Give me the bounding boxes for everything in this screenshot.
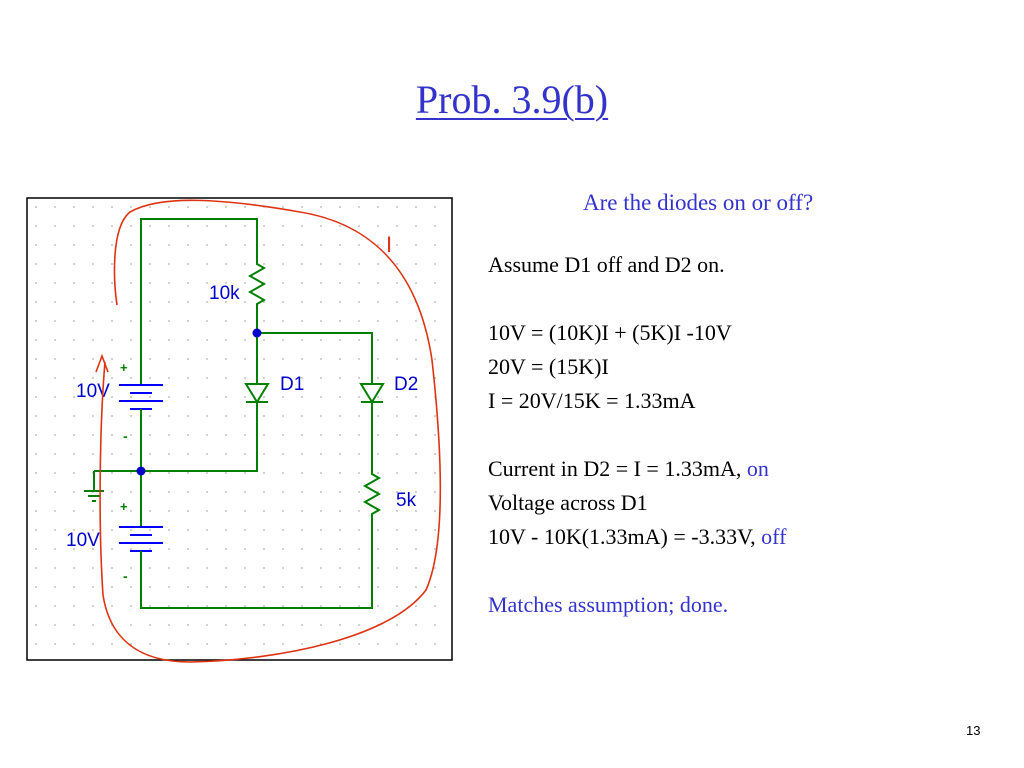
simplified-equation: 20V = (15K)I [488,354,609,379]
source-bottom-minus: - [123,568,128,584]
top-wire [140,218,258,358]
node-dot-middle [136,466,146,476]
spacer [488,282,786,316]
current-label: I [386,232,392,257]
resistor-10k-label: 10k [209,283,240,304]
spacer [488,418,786,452]
spacer [488,554,786,588]
resistor-5k-label: 5k [396,490,417,511]
source-top-label: 10V [76,381,110,402]
d1-return-wire [141,420,258,472]
d1-voltage-heading: Voltage across D1 [488,490,648,515]
source-top-plus: + [120,360,128,375]
conclusion-line: Matches assumption; done. [488,592,729,617]
solution-block: Assume D1 off and D2 on. 10V = (10K)I + … [488,248,786,622]
page-number: 13 [966,723,981,738]
battery-bottom-icon [119,502,163,560]
source-bottom-plus: + [120,499,128,514]
resistor-5k-icon [362,452,382,530]
resistor-10k-icon [247,242,267,314]
diode-d1-label: D1 [280,374,304,395]
current-equation: I = 20V/15K = 1.33mA [488,388,696,413]
d2-branch-wire [257,332,373,360]
current-loop-annotation [99,199,442,663]
d1-voltage-text: 10V - 10K(1.33mA) = -3.33V, [488,524,762,549]
source-bottom-label: 10V [66,530,100,551]
d2-current-text: Current in D2 = I = 1.33mA, [488,456,747,481]
circuit-wires [94,218,373,609]
slide-title: Prob. 3.9(b) [415,77,609,122]
source-top-minus: - [123,428,128,444]
d1-state: off [761,524,787,549]
d1-voltage-line: 10V - 10K(1.33mA) = -3.33V, off [488,520,786,554]
d2-current-line: Current in D2 = I = 1.33mA, on [488,452,786,486]
diode-d2-icon [359,360,385,420]
assumption-line: Assume D1 off and D2 on. [488,252,725,277]
question-text: Are the diodes on or off? [583,190,814,215]
d2-state: on [746,456,769,481]
schematic-grid [28,199,451,659]
current-arrow-icon [95,353,109,373]
bottom-wire [140,530,373,609]
kvl-equation: 10V = (10K)I + (5K)I -10V [488,320,732,345]
diode-d1-icon [244,358,270,420]
battery-top-icon [119,358,163,425]
node-dot-top [252,328,262,338]
diode-d2-label: D2 [394,374,418,395]
